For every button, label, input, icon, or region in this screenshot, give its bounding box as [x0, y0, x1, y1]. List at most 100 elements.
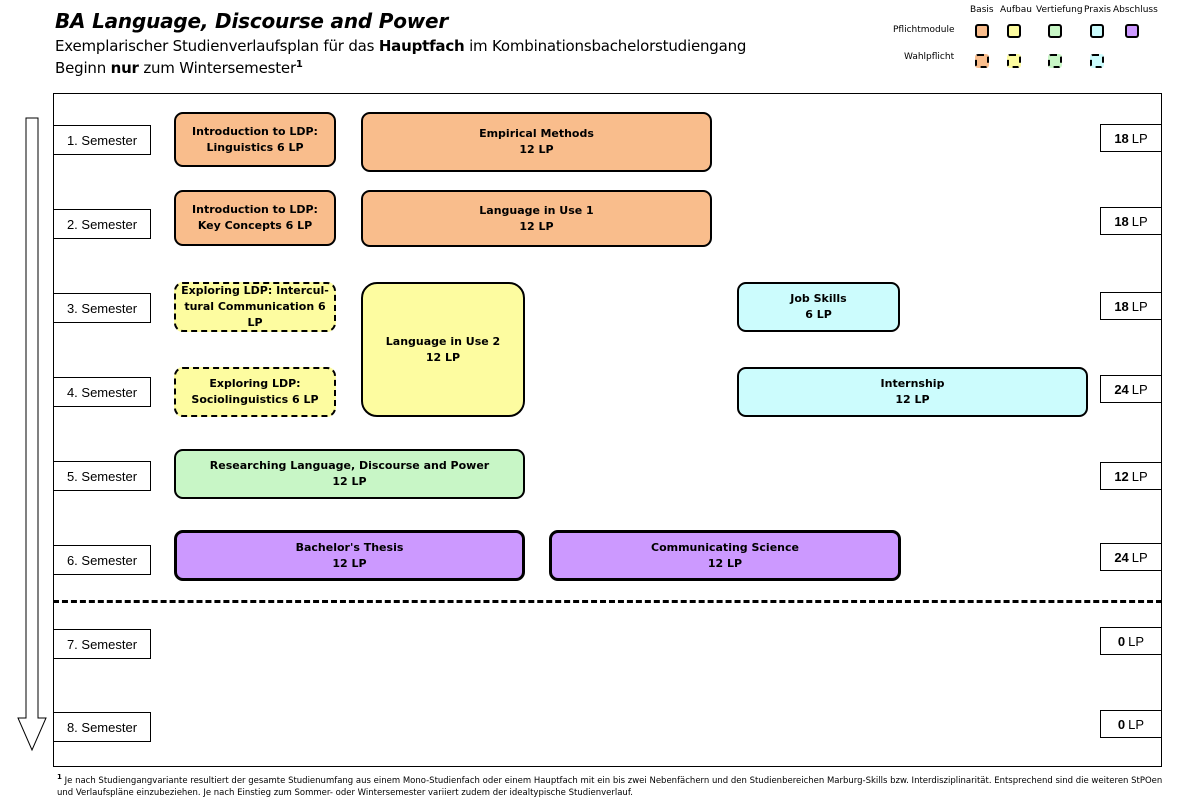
module-title: Exploring LDP:: [209, 377, 301, 390]
semester-label-8: 8. Semester: [53, 712, 151, 742]
module-credits: tural Communication 6 LP: [184, 300, 326, 329]
lp-unit-7: LP: [1128, 633, 1145, 649]
legend-swatch-praxis-elective: [1090, 54, 1104, 68]
footnote-text: Je nach Studiengangvariante resultiert d…: [57, 775, 1163, 798]
legend-swatch-vertiefung: [1048, 24, 1062, 38]
lp-unit-2: LP: [1131, 213, 1148, 229]
semester-divider: [53, 600, 1162, 603]
lp-value-5: 12: [1114, 468, 1129, 484]
module-exploring-sociolinguistics: Exploring LDP: Sociolinguistics 6 LP: [174, 367, 336, 417]
page-subtitle-1: Exemplarischer Studienverlaufsplan für d…: [55, 37, 746, 55]
module-internship: Internship 12 LP: [737, 367, 1088, 417]
lp-unit-5: LP: [1131, 468, 1148, 484]
module-title: Introduction to LDP:: [192, 124, 318, 138]
module-job-skills: Job Skills 6 LP: [737, 282, 900, 332]
legend-swatch-abschluss: [1125, 24, 1139, 38]
legend-col-praxis: Praxis: [1084, 5, 1111, 15]
subtitle-2-text: Beginn: [55, 59, 111, 77]
module-credits: 12 LP: [425, 350, 461, 364]
module-title: Language in Use 2: [385, 334, 501, 348]
timeline-arrow-icon: [17, 117, 47, 752]
module-credits: 12 LP: [707, 556, 743, 570]
subtitle-1-bold: Hauptfach: [378, 37, 465, 55]
module-credits: Linguistics 6 LP: [206, 140, 304, 154]
lp-unit-4: LP: [1131, 381, 1148, 397]
lp-unit-8: LP: [1128, 716, 1145, 732]
module-title: Empirical Methods: [479, 127, 594, 140]
plan-frame: [53, 93, 1162, 767]
module-language-in-use-1: Language in Use 1 12 LP: [361, 190, 712, 247]
semester-label-5: 5. Semester: [53, 461, 151, 491]
lp-value-1: 18: [1114, 130, 1129, 146]
module-credits: 6 LP: [805, 308, 832, 321]
module-title: Job Skills: [790, 292, 847, 305]
legend-col-vertiefung: Vertiefung: [1036, 5, 1083, 15]
semester-label-6: 6. Semester: [53, 545, 151, 575]
module-bachelors-thesis: Bachelor's Thesis 12 LP: [174, 530, 525, 581]
lp-value-4: 24: [1114, 381, 1129, 397]
module-researching-ldp: Researching Language, Discourse and Powe…: [174, 449, 525, 499]
subtitle-1-text-end: im Kombinationsbachelorstudiengang: [464, 37, 747, 55]
semester-label-1: 1. Semester: [53, 125, 151, 155]
module-credits: 12 LP: [519, 143, 554, 156]
module-credits: 12 LP: [519, 219, 554, 233]
footnote-mark: 1: [57, 772, 62, 781]
semester-label-7: 7. Semester: [53, 629, 151, 659]
module-title: Communicating Science: [651, 540, 799, 554]
legend-col-basis: Basis: [970, 5, 994, 15]
semester-label-3: 3. Semester: [53, 293, 151, 323]
legend-swatch-vertiefung-elective: [1048, 54, 1062, 68]
module-intro-key-concepts: Introduction to LDP: Key Concepts 6 LP: [174, 190, 336, 246]
page-title: BA Language, Discourse and Power: [55, 9, 449, 33]
lp-unit-3: LP: [1131, 298, 1148, 314]
lp-value-7: 0: [1117, 633, 1126, 649]
module-credits: 12 LP: [332, 556, 367, 570]
module-communicating-science: Communicating Science 12 LP: [549, 530, 901, 581]
legend-swatch-basis-elective: [975, 54, 989, 68]
module-empirical-methods: Empirical Methods 12 LP: [361, 112, 712, 172]
subtitle-1-text: Exemplarischer Studienverlaufsplan für d…: [55, 37, 379, 55]
subtitle-2-text-end: zum Wintersemester: [138, 59, 296, 77]
module-title: Introduction to LDP:: [192, 203, 318, 216]
lp-value-3: 18: [1114, 298, 1129, 314]
semester-label-2: 2. Semester: [53, 209, 151, 239]
lp-value-2: 18: [1114, 213, 1129, 229]
lp-unit-1: LP: [1131, 130, 1148, 146]
lp-value-6: 24: [1114, 549, 1129, 565]
lp-unit-6: LP: [1131, 549, 1148, 565]
legend-swatch-aufbau: [1007, 24, 1021, 38]
legend-col-abschluss: Abschluss: [1113, 5, 1158, 15]
module-intro-linguistics: Introduction to LDP: Linguistics 6 LP: [174, 112, 336, 167]
subtitle-2-bold: nur: [110, 59, 139, 77]
lp-value-8: 0: [1117, 716, 1126, 732]
page-subtitle-2: Beginn nur zum Wintersemester1: [55, 59, 303, 77]
legend-col-aufbau: Aufbau: [1000, 5, 1032, 15]
legend-swatch-praxis: [1090, 24, 1104, 38]
module-language-in-use-2: Language in Use 2 12 LP: [361, 282, 525, 417]
module-credits: 12 LP: [895, 393, 930, 406]
footnote-marker: 1: [295, 59, 303, 70]
footnote: 1 Je nach Studiengangvariante resultiert…: [57, 771, 1167, 799]
module-credits: 12 LP: [332, 475, 367, 488]
legend-row-elective: Wahlpflicht: [904, 52, 955, 62]
module-credits: Key Concepts 6 LP: [197, 219, 313, 232]
legend-row-mandatory: Pflichtmodule: [893, 25, 955, 35]
module-title: Exploring LDP: Intercul-: [181, 284, 329, 297]
module-title: Language in Use 1: [479, 203, 594, 217]
legend-swatch-aufbau-elective: [1007, 54, 1021, 68]
legend-swatch-basis: [975, 24, 989, 38]
module-title: Internship: [880, 377, 945, 390]
module-credits: Sociolinguistics 6 LP: [191, 393, 319, 406]
module-title: Bachelor's Thesis: [295, 540, 404, 554]
module-title: Researching Language, Discourse and Powe…: [209, 459, 490, 472]
module-exploring-intercultural: Exploring LDP: Intercul- tural Communica…: [174, 282, 336, 332]
semester-label-4: 4. Semester: [53, 377, 151, 407]
